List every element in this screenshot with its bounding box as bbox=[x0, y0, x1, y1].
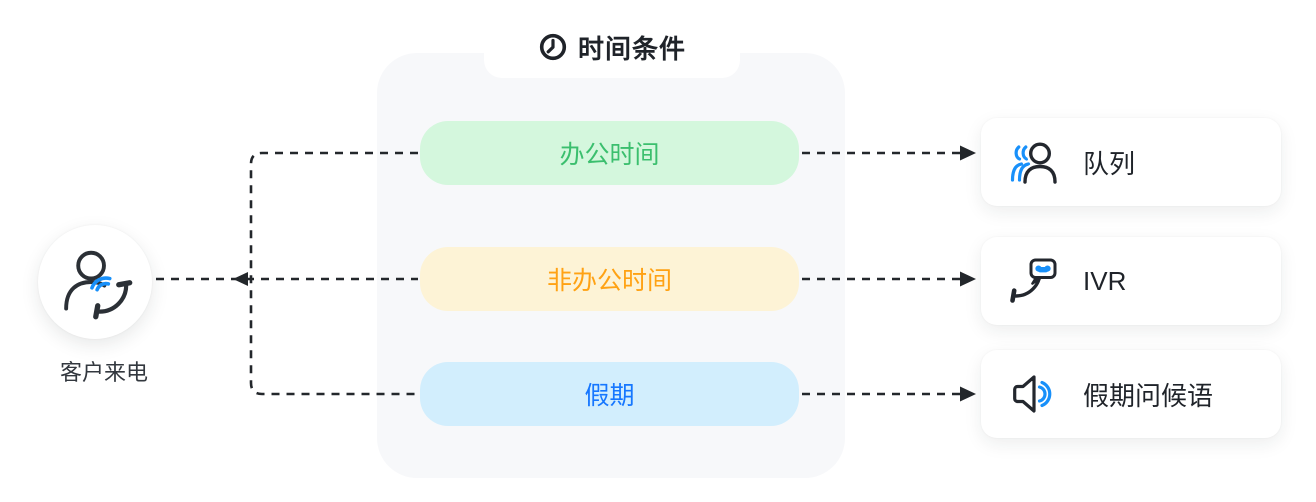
target-card-queue[interactable]: 队列 bbox=[981, 118, 1281, 206]
caller-node[interactable] bbox=[38, 225, 152, 339]
junction-arrowhead bbox=[233, 272, 248, 286]
branch-office-hours[interactable]: 办公时间 bbox=[420, 121, 799, 185]
target-label-holiday-greeting: 假期问候语 bbox=[1083, 380, 1214, 411]
target-label-queue: 队列 bbox=[1083, 148, 1136, 179]
target-card-ivr[interactable]: IVR bbox=[981, 237, 1281, 325]
target-label-ivr: IVR bbox=[1083, 265, 1127, 296]
branch-non-office-hours[interactable]: 非办公时间 bbox=[420, 247, 799, 311]
office-arrowhead bbox=[960, 145, 976, 161]
target-card-holiday-greeting[interactable]: 假期问候语 bbox=[981, 350, 1281, 438]
queue-icon bbox=[1007, 138, 1059, 186]
branch-holiday[interactable]: 假期 bbox=[420, 362, 799, 426]
speaker-icon bbox=[1007, 370, 1059, 418]
nonoffice-arrowhead bbox=[960, 271, 976, 287]
panel-title-text: 时间条件 bbox=[577, 33, 686, 64]
holiday-arrowhead bbox=[960, 386, 976, 402]
caller-label: 客户来电 bbox=[59, 360, 148, 385]
caller-icon bbox=[56, 243, 134, 321]
ivr-icon bbox=[1007, 257, 1059, 305]
panel-title: 时间条件 bbox=[484, 16, 740, 78]
clock-icon bbox=[538, 32, 568, 62]
